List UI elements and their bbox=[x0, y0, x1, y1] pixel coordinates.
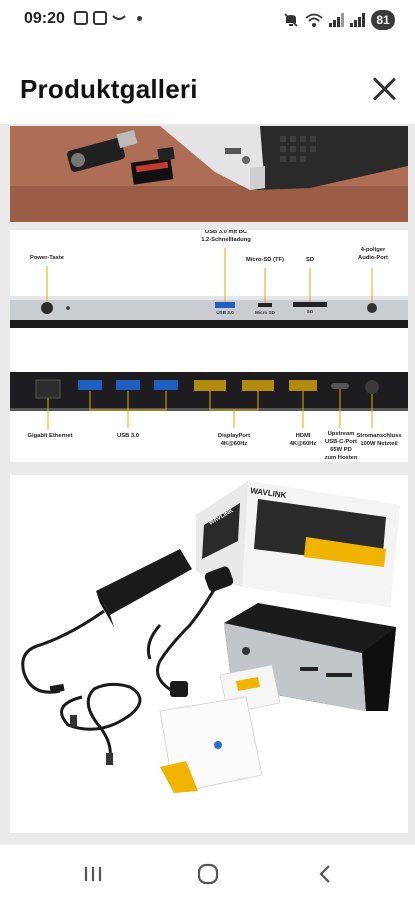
signal-icon bbox=[329, 13, 344, 27]
label-displayport: DisplayPort 4K@60Hz bbox=[217, 433, 251, 447]
close-icon[interactable] bbox=[371, 76, 397, 102]
product-image-1[interactable] bbox=[10, 126, 408, 222]
mute-icon bbox=[284, 13, 298, 27]
label-microsd: Micro-SD (TF) bbox=[246, 257, 284, 263]
battery-indicator: 81 bbox=[371, 10, 395, 30]
product-image-3[interactable]: WAVLINK WAVLINK bbox=[10, 475, 408, 833]
port-text-sd: SD bbox=[306, 309, 314, 314]
port-text-usb: USB 3.0 bbox=[216, 310, 234, 315]
ports-diagram bbox=[10, 248, 408, 430]
signal-icon bbox=[350, 13, 365, 27]
system-icons: 81 bbox=[283, 10, 395, 30]
gallery-icon bbox=[93, 11, 107, 25]
port-text-microsd: Micro SD bbox=[255, 310, 275, 315]
label-audio: 4-poliger Audio-Port bbox=[358, 247, 388, 261]
label-usb-bc: USB 3.0 mit BC 1.2-Schnellladung bbox=[201, 230, 251, 243]
product-image-2[interactable]: Power-Taste USB 3.0 mit BC 1.2-Schnellla… bbox=[10, 230, 408, 462]
screenshot-icon bbox=[74, 11, 88, 25]
page-title: Produktgalleri bbox=[20, 74, 198, 104]
label-power-button: Power-Taste bbox=[29, 255, 65, 261]
status-bar: 09:20 81 bbox=[0, 0, 415, 40]
label-ethernet: Gigabit Ethernet bbox=[27, 433, 73, 439]
gallery-header: Produktgalleri bbox=[0, 40, 415, 124]
label-hdmi: HDMI 4K@60Hz bbox=[289, 433, 317, 447]
dock-side-photo bbox=[10, 126, 408, 222]
home-icon[interactable] bbox=[193, 859, 223, 889]
label-power-port: Stromanschluss 100W Netzteil bbox=[356, 433, 402, 447]
wave-icon bbox=[112, 15, 126, 20]
system-nav-bar bbox=[0, 844, 415, 900]
label-rear-usb: USB 3.0 bbox=[117, 433, 139, 439]
label-sd: SD bbox=[305, 257, 315, 263]
recents-icon[interactable] bbox=[78, 859, 108, 889]
product-gallery[interactable]: Power-Taste USB 3.0 mit BC 1.2-Schnellla… bbox=[0, 124, 415, 844]
dot-icon bbox=[137, 15, 142, 21]
notification-icons bbox=[74, 11, 142, 25]
back-icon[interactable] bbox=[310, 859, 340, 889]
package-contents-photo: WAVLINK WAVLINK bbox=[10, 475, 408, 833]
label-upstream: Upstream USB-C-Port 65W PD zum Hosten bbox=[324, 431, 358, 461]
wifi-icon bbox=[305, 13, 323, 27]
status-time: 09:20 bbox=[24, 10, 65, 27]
